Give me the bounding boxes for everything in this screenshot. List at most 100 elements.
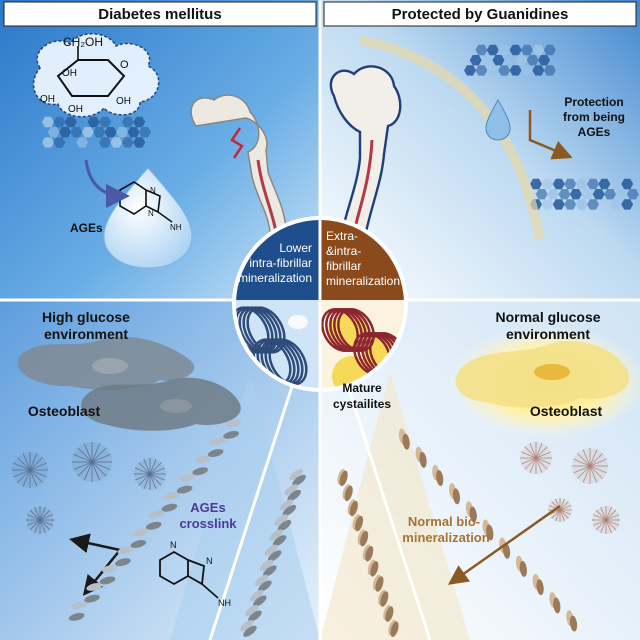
- high-glucose-line-1: High glucose: [42, 309, 130, 325]
- sugar-hexagon: [626, 189, 639, 200]
- ages-n-label-1: N: [150, 186, 156, 195]
- fibril-segment: [179, 473, 195, 482]
- sugar-hexagon: [521, 65, 533, 76]
- ages-tail: [157, 211, 173, 223]
- mineral-burst-ray: [13, 462, 31, 471]
- mineral-burst-ray: [29, 462, 47, 471]
- high-glucose-line-2: environment: [44, 326, 128, 342]
- mineral-burst-ray: [573, 465, 591, 474]
- sugar-hexagon: [99, 116, 111, 128]
- sugar-hexagon: [615, 189, 628, 200]
- mineral-burst-ray: [143, 473, 151, 489]
- sugar-hexagon: [543, 65, 556, 76]
- sugar-hexagon: [464, 65, 476, 76]
- ages-nh-label: NH: [170, 223, 182, 232]
- mineral-burst-ray: [582, 465, 591, 483]
- ages-n-label-2: N: [148, 209, 154, 218]
- mineral-burst-ray: [589, 449, 598, 467]
- fibril-segment: [249, 589, 264, 602]
- sugar-hexagon: [99, 137, 111, 148]
- mineral-burst: [134, 458, 166, 490]
- sugar-hexagon: [621, 178, 634, 190]
- mineral-burst-ray: [29, 509, 41, 521]
- sugar-hexagons-right-bottom: [530, 178, 639, 210]
- fibril-segment: [355, 515, 364, 532]
- normal-glucose-line-1: Normal glucose: [495, 309, 600, 325]
- fibril-segment: [263, 565, 277, 577]
- sugar-hexagon: [535, 189, 548, 200]
- sugar-hexagon: [53, 137, 66, 148]
- oh-label-2: OH: [40, 94, 55, 105]
- mineral-burst-ray: [34, 506, 41, 521]
- mineral-burst-ray: [529, 457, 537, 473]
- fibril-segment: [370, 561, 379, 577]
- mineral-burst-ray: [535, 457, 551, 465]
- fibril-segment: [259, 559, 274, 571]
- sugar-hexagon: [93, 127, 106, 138]
- sugar-hexagon: [486, 65, 499, 76]
- fibril-segment: [536, 579, 544, 596]
- ch2oh-label: CH₂OH: [63, 35, 103, 49]
- mineral-burst-ray: [16, 469, 31, 484]
- mineral-burst-ray: [521, 457, 537, 465]
- mineral-burst-ray: [22, 469, 31, 487]
- mineral-burst-ray: [29, 453, 38, 471]
- fibril-segment: [287, 489, 301, 502]
- mineral-burst-ray: [548, 504, 561, 511]
- left-fibril-wedge: [170, 372, 320, 640]
- mineral-burst-ray: [135, 467, 151, 475]
- crosslink-arrow-left: [69, 533, 121, 553]
- fibril-segment: [161, 503, 178, 512]
- ring-oxygen-label: O: [120, 59, 129, 71]
- collagen-coil: [268, 338, 308, 386]
- sugar-hexagon: [486, 44, 499, 56]
- protection-drop: [485, 98, 511, 141]
- sugar-hexagon: [564, 199, 577, 210]
- sugar-hexagon: [526, 55, 539, 66]
- mineral-burst-ray: [91, 443, 101, 463]
- protection-line-2: from being: [563, 110, 625, 124]
- mineral-burst-ray: [39, 519, 51, 531]
- protection-arrow: [528, 110, 573, 160]
- mineral-burst: [572, 448, 608, 484]
- fibril-segment: [385, 606, 394, 622]
- bone-fracture: [230, 127, 244, 159]
- right-fibril-wedge: [320, 372, 470, 640]
- right-header: Protected by Guanidines: [392, 6, 569, 23]
- mineral-burst-ray: [135, 473, 151, 481]
- sugar-hexagon: [609, 178, 622, 190]
- mineral-burst-ray: [605, 506, 612, 521]
- fibril-segment: [292, 474, 306, 486]
- ages-drop: [103, 167, 193, 269]
- mineral-burst: [592, 506, 620, 534]
- mineral-burst-ray: [149, 467, 165, 475]
- fibril-segment: [344, 485, 353, 502]
- mineral-burst-ray: [605, 514, 620, 521]
- sugar-hexagon: [127, 127, 140, 138]
- protection-line-1: Protection: [564, 95, 623, 109]
- mineral-burst-ray: [592, 514, 607, 521]
- sugar-hexagon: [509, 44, 522, 56]
- fibril-segment: [279, 499, 293, 511]
- mineral-burst-ray: [22, 453, 31, 471]
- fibril-segment: [274, 514, 288, 526]
- fibril-segment: [436, 470, 444, 487]
- mineral-burst-ray: [559, 509, 572, 516]
- extra-line-1: Extra-: [326, 229, 358, 243]
- sugar-hexagon: [552, 199, 565, 210]
- ages-ring-2: [145, 189, 161, 214]
- fibril-segment: [419, 451, 427, 468]
- sugar-hexagons-right-top: [464, 44, 556, 76]
- collagen-fibril-left: [68, 419, 306, 637]
- mineral-burst-ray: [149, 459, 157, 475]
- fibril-segment: [68, 612, 85, 621]
- fibril-segment: [365, 546, 374, 562]
- sugar-hexagon: [569, 189, 582, 200]
- fibril-segment: [282, 504, 297, 517]
- sugar-hexagon: [581, 189, 594, 200]
- fibril-segment: [254, 574, 269, 586]
- fibril-segment: [390, 621, 399, 637]
- mineral-burst-ray: [589, 465, 607, 474]
- fibril-segment: [277, 520, 292, 532]
